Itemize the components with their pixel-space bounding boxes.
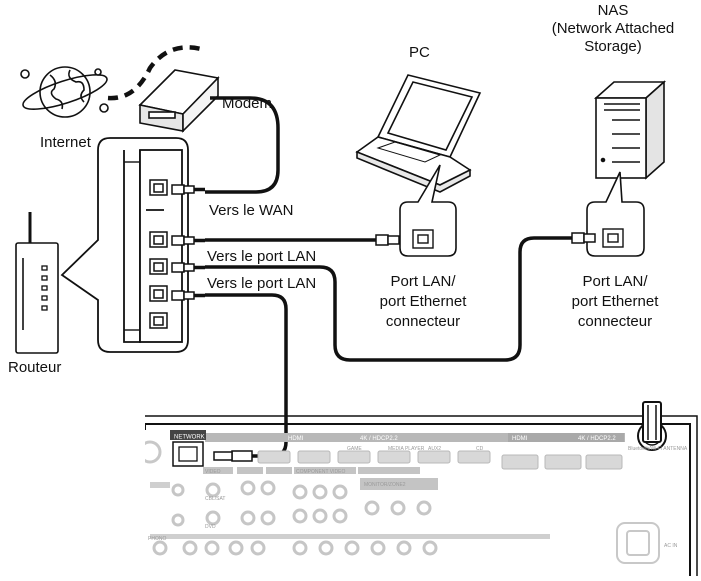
ac-in-label: AC IN	[664, 543, 678, 549]
nas-port-label-line1: Port LAN/	[582, 273, 648, 290]
lan-port-icon	[149, 285, 168, 302]
lan-port-icon	[149, 231, 168, 248]
to-wan-label: Vers le WAN	[209, 202, 294, 219]
nas-ethernet-plug	[571, 232, 596, 244]
nas-lan-port-icon	[602, 228, 624, 248]
lan-port-icon	[149, 312, 168, 329]
hdcp-right-label: 4K / HDCP2.2	[578, 436, 616, 442]
phono-label: PHONO	[148, 536, 166, 542]
receiver-lan-cable	[205, 293, 288, 458]
media-player-label: MEDIA PLAYER	[388, 446, 425, 452]
nas-port-callout	[586, 171, 645, 257]
nas-label-line1: NAS	[597, 2, 629, 19]
modem-icon	[138, 69, 220, 133]
receiver-rear-panel	[145, 415, 698, 576]
router-label: Routeur	[8, 359, 62, 376]
to-lan-label-2: Vers le port LAN	[207, 275, 317, 292]
pc-ethernet-plug	[375, 234, 400, 246]
nas-port-label-line2: port Ethernet	[571, 293, 659, 310]
cd-label: CD	[476, 446, 484, 452]
pc-port-label-line2: port Ethernet	[379, 293, 467, 310]
to-lan-label-1: Vers le port LAN	[207, 248, 317, 265]
video-label: VIDEO	[205, 469, 221, 475]
aux2-label: AUX2	[428, 446, 441, 452]
nas-port-label-line3: connecteur	[577, 313, 653, 330]
nas-label-line3: Storage)	[584, 38, 642, 55]
modem-label: Modem	[222, 95, 273, 112]
monitor-zone2-label: MONITOR/ZONE2	[364, 482, 406, 488]
router-ports	[149, 179, 168, 329]
antenna-label: Bluetooth/Wi-Fi ANTENNA	[628, 446, 688, 452]
network-port-label: NETWORK	[174, 435, 205, 441]
nas-server-icon	[593, 80, 667, 180]
router-icon	[15, 212, 59, 354]
wan-cable	[205, 96, 280, 194]
dvd-label: DVD	[205, 524, 216, 530]
router-callout	[60, 137, 189, 353]
pc-port-label-line3: connecteur	[385, 313, 461, 330]
pc-lan-port-icon	[412, 229, 434, 249]
cbl-sat-label: CBL/SAT	[205, 496, 225, 502]
nas-label-line2: (Network Attached	[551, 20, 675, 37]
hdmi-out-label: HDMI	[512, 436, 528, 442]
antenna-icon	[637, 401, 667, 451]
internet-label: Internet	[40, 134, 91, 151]
component-video-label: COMPONENT VIDEO	[296, 469, 345, 475]
hdcp-left-label: 4K / HDCP2.2	[360, 436, 398, 442]
game-label: GAME	[347, 446, 362, 452]
pc-label: PC	[409, 44, 430, 61]
wan-port-icon	[149, 179, 168, 196]
lan-port-icon	[149, 258, 168, 275]
internet-link-dashed	[107, 45, 206, 101]
hdmi-in-label: HDMI	[288, 436, 304, 442]
nas-lan-cable	[205, 236, 572, 362]
globe-icon	[20, 66, 109, 118]
laptop-icon	[355, 74, 482, 193]
pc-port-label-line1: Port LAN/	[390, 273, 456, 290]
ethernet-plugs-router	[171, 184, 205, 301]
